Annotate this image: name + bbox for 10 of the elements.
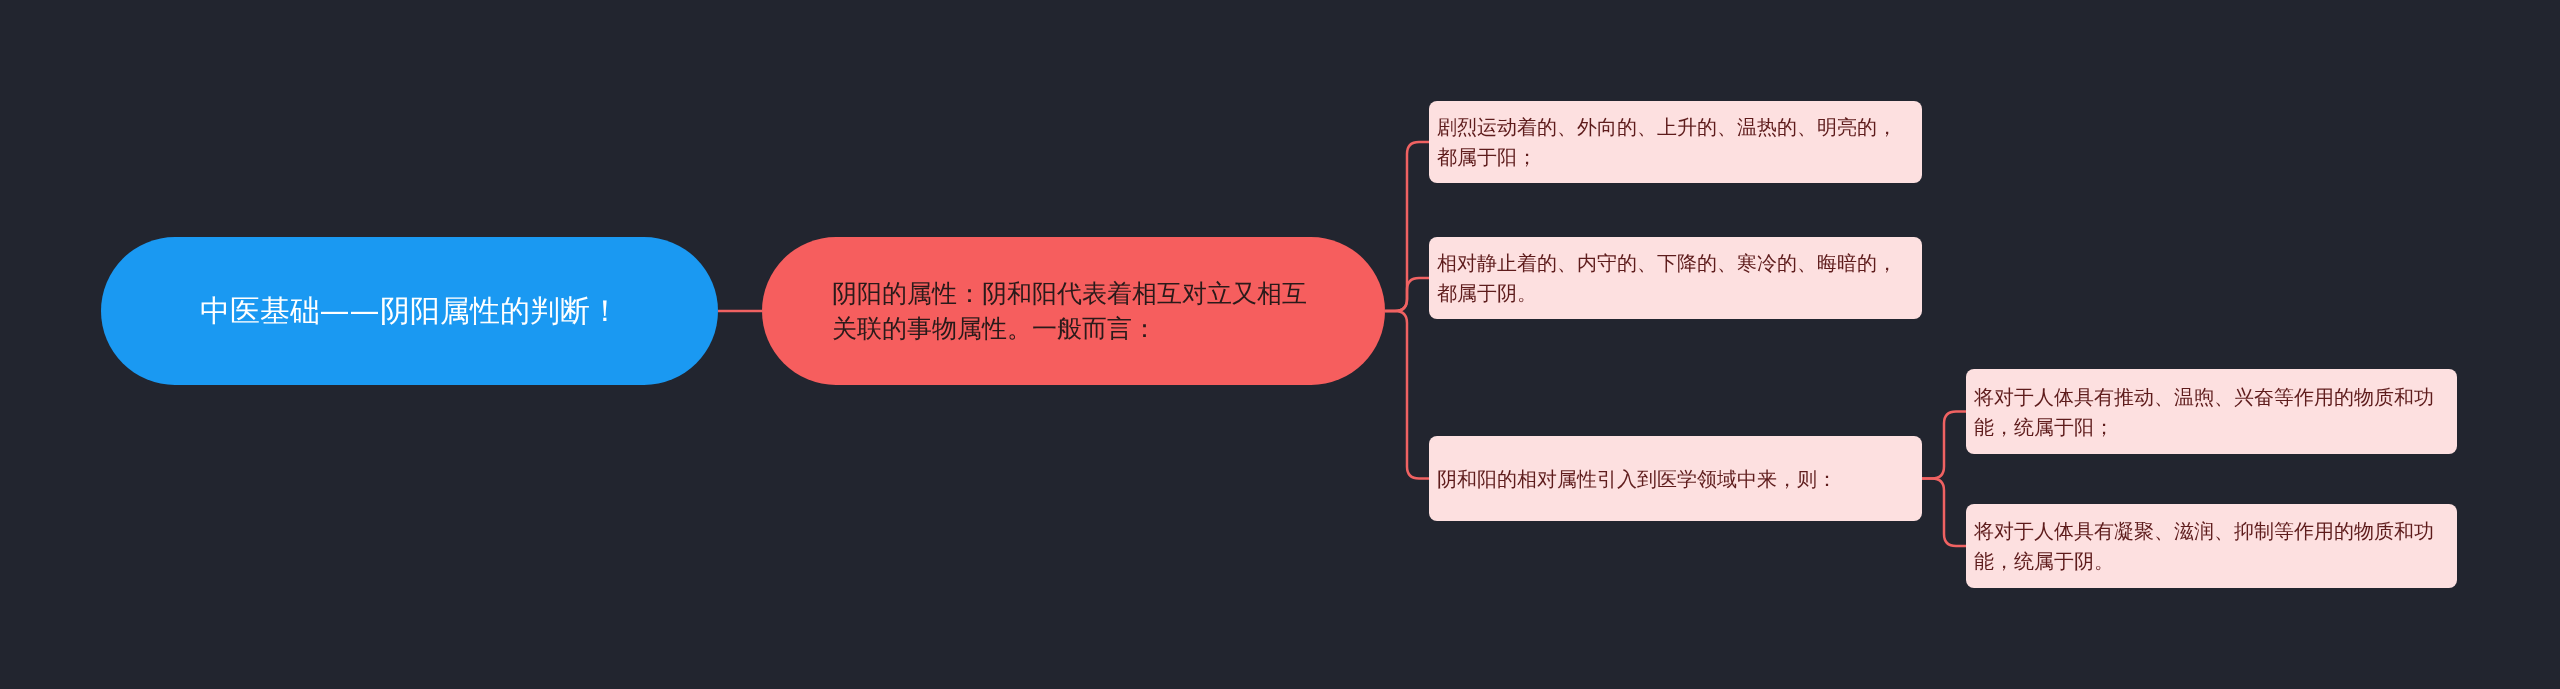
subtopic-node: 阴和阳的相对属性引入到医学领域中来，则： (1429, 436, 1922, 521)
subtopic-node: 相对静止着的、内守的、下降的、寒冷的、晦暗的，都属于阴。 (1429, 237, 1922, 319)
subtopic-node: 将对于人体具有推动、温煦、兴奋等作用的物质和功能，统属于阳； (1966, 369, 2457, 454)
connector-line (1922, 477, 1966, 548)
connector-line (1385, 309, 1429, 480)
subtopic-node: 剧烈运动着的、外向的、上升的、温热的、明亮的，都属于阳； (1429, 101, 1922, 183)
subtopic-node: 将对于人体具有凝聚、滋润、抑制等作用的物质和功能，统属于阴。 (1966, 504, 2457, 588)
root-topic: 中医基础——阴阳属性的判断！ (101, 237, 718, 385)
topic-node: 阴阳的属性：阴和阳代表着相互对立又相互关联的事物属性。一般而言： (762, 237, 1385, 385)
connector-line (718, 309, 762, 313)
